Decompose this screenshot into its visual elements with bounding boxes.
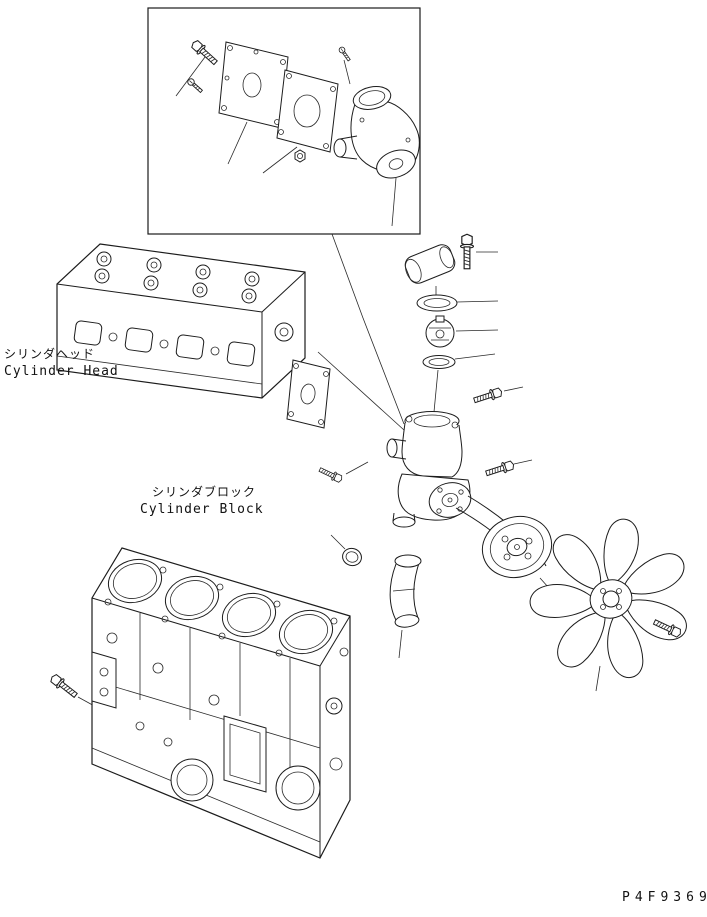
clip-screw <box>337 45 352 63</box>
water-pump-detail-box <box>147 7 421 235</box>
thermostat-housing <box>386 411 463 478</box>
drain-plug <box>294 149 306 163</box>
part-code: P4F9369 <box>622 890 707 905</box>
water-pump-assembly <box>333 86 420 179</box>
cylinder-head-label-en: Cylinder Head <box>4 364 119 379</box>
detail-box-leader <box>331 233 405 425</box>
water-pump-gasket-plate <box>218 41 289 129</box>
water-pump-cover-plate <box>276 69 339 153</box>
cylinder-block-label-en: Cylinder Block <box>140 502 264 517</box>
cylinder-head <box>56 243 306 399</box>
thermostat <box>425 315 455 348</box>
cylinder-head-label-jp: シリンダヘッド <box>4 346 95 361</box>
cover-screw <box>185 76 205 95</box>
water-inlet-elbow <box>389 554 422 628</box>
thermostat-seal-ring <box>422 355 456 369</box>
fan-pulley <box>481 515 553 579</box>
head-side-gasket <box>286 359 331 429</box>
water-outlet-elbow <box>404 244 456 284</box>
leader-lines <box>77 56 601 709</box>
block-bolt <box>48 672 80 701</box>
outlet-bolt <box>459 233 475 270</box>
cooling-fan <box>529 518 687 679</box>
temperature-sensor <box>317 465 344 485</box>
cylinder-block-label-jp: シリンダブロック <box>152 484 256 499</box>
cover-bolt <box>189 37 220 68</box>
o-ring <box>342 547 362 567</box>
thermostat-gasket <box>416 294 458 312</box>
housing-bolt <box>472 385 504 406</box>
water-pump-lower <box>392 473 472 528</box>
cylinder-block <box>91 547 351 859</box>
pump-bolt <box>484 458 516 479</box>
